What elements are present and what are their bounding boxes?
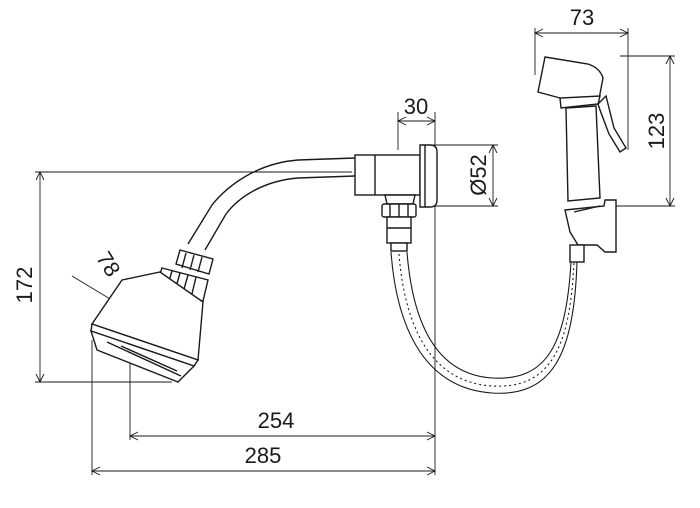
wall-outlet (354, 144, 438, 252)
dim-sprayer-width: 73 (570, 5, 594, 30)
spiral-hose (390, 251, 578, 394)
dim-arm-reach: 254 (258, 408, 295, 433)
shower-head (89, 249, 214, 383)
dim-outlet-width: 30 (404, 94, 428, 119)
shower-arm (187, 157, 356, 251)
dim-sprayer-height: 123 (644, 113, 669, 150)
dim-overall-length: 285 (245, 443, 282, 468)
dim-head-diameter: 78 (91, 247, 125, 281)
dim-head-height: 172 (12, 267, 37, 304)
dim-outlet-diameter: Ø52 (466, 154, 491, 196)
bidet-sprayer (537, 56, 627, 263)
